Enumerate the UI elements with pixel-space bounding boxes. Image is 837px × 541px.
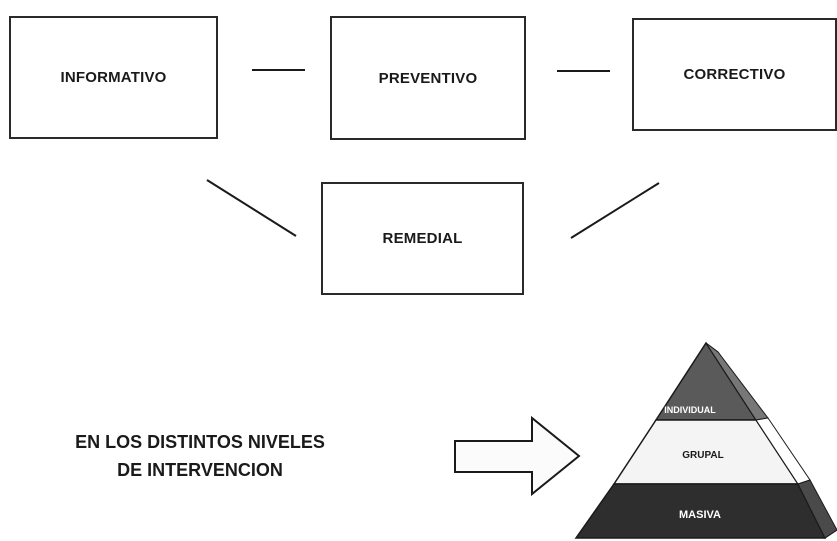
right-arrow-icon bbox=[454, 415, 581, 497]
connector-informativo-remedial bbox=[206, 179, 297, 237]
levels-caption: EN LOS DISTINTOS NIVELES DE INTERVENCION bbox=[20, 428, 380, 484]
levels-caption-line1: EN LOS DISTINTOS NIVELES bbox=[75, 432, 325, 452]
box-informativo: INFORMATIVO bbox=[9, 16, 218, 139]
levels-caption-line2: DE INTERVENCION bbox=[117, 460, 283, 480]
box-remedial: REMEDIAL bbox=[321, 182, 524, 295]
pyramid-label-masiva: MASIVA bbox=[679, 509, 721, 521]
pyramid-rim-bottom bbox=[797, 479, 837, 539]
box-correctivo: CORRECTIVO bbox=[632, 18, 837, 131]
pyramid-label-individual: INDIVIDUAL bbox=[664, 405, 716, 415]
box-informativo-label: INFORMATIVO bbox=[60, 69, 167, 86]
box-preventivo-label: PREVENTIVO bbox=[378, 69, 478, 87]
box-correctivo-label: CORRECTIVO bbox=[683, 66, 786, 83]
connector-correctivo-remedial bbox=[570, 182, 660, 239]
box-preventivo: PREVENTIVO bbox=[330, 16, 526, 140]
pyramid-label-grupal: GRUPAL bbox=[682, 450, 723, 461]
box-remedial-label: REMEDIAL bbox=[382, 230, 463, 247]
